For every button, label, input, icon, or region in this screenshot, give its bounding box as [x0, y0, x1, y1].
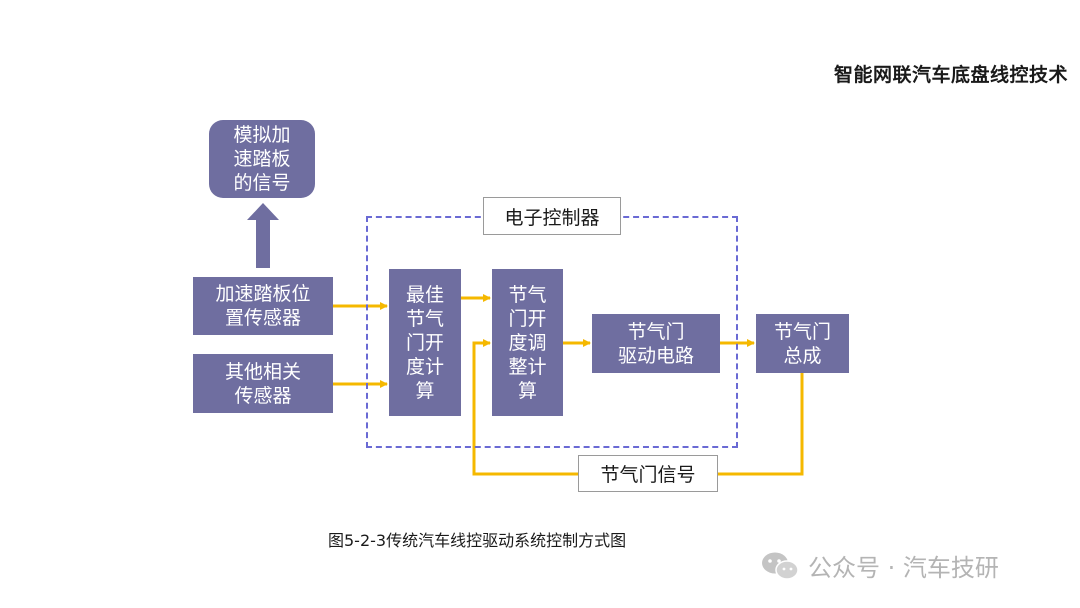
- up-arrow: [247, 203, 279, 268]
- feedback-signal-line: [472, 339, 804, 476]
- watermark-text: 公众号 · 汽车技研: [808, 554, 999, 582]
- ecu-label: 电子控制器: [483, 197, 621, 235]
- header-title: 智能网联汽车底盘线控技术: [833, 64, 1068, 86]
- figure-caption: 图5-2-3传统汽车线控驱动系统控制方式图: [328, 531, 627, 550]
- throttle-signal-label: 节气门信号: [578, 455, 718, 492]
- pedal-sensor-box: 加速踏板位 置传感器: [193, 277, 333, 335]
- throttle-drive-circuit-box: 节气门 驱动电路: [592, 314, 720, 373]
- pedal-signal-box: 模拟加 速踏板 的信号: [209, 120, 315, 198]
- throttle-assembly-box: 节气门 总成: [756, 314, 849, 373]
- other-sensors-box: 其他相关 传感器: [193, 354, 333, 413]
- wechat-icon: [762, 552, 799, 580]
- optimal-opening-calc-box: 最佳 节气 门开 度计 算: [389, 269, 461, 416]
- watermark: 公众号 · 汽车技研: [760, 548, 999, 583]
- opening-adjust-calc-box: 节气 门开 度调 整计 算: [492, 269, 563, 416]
